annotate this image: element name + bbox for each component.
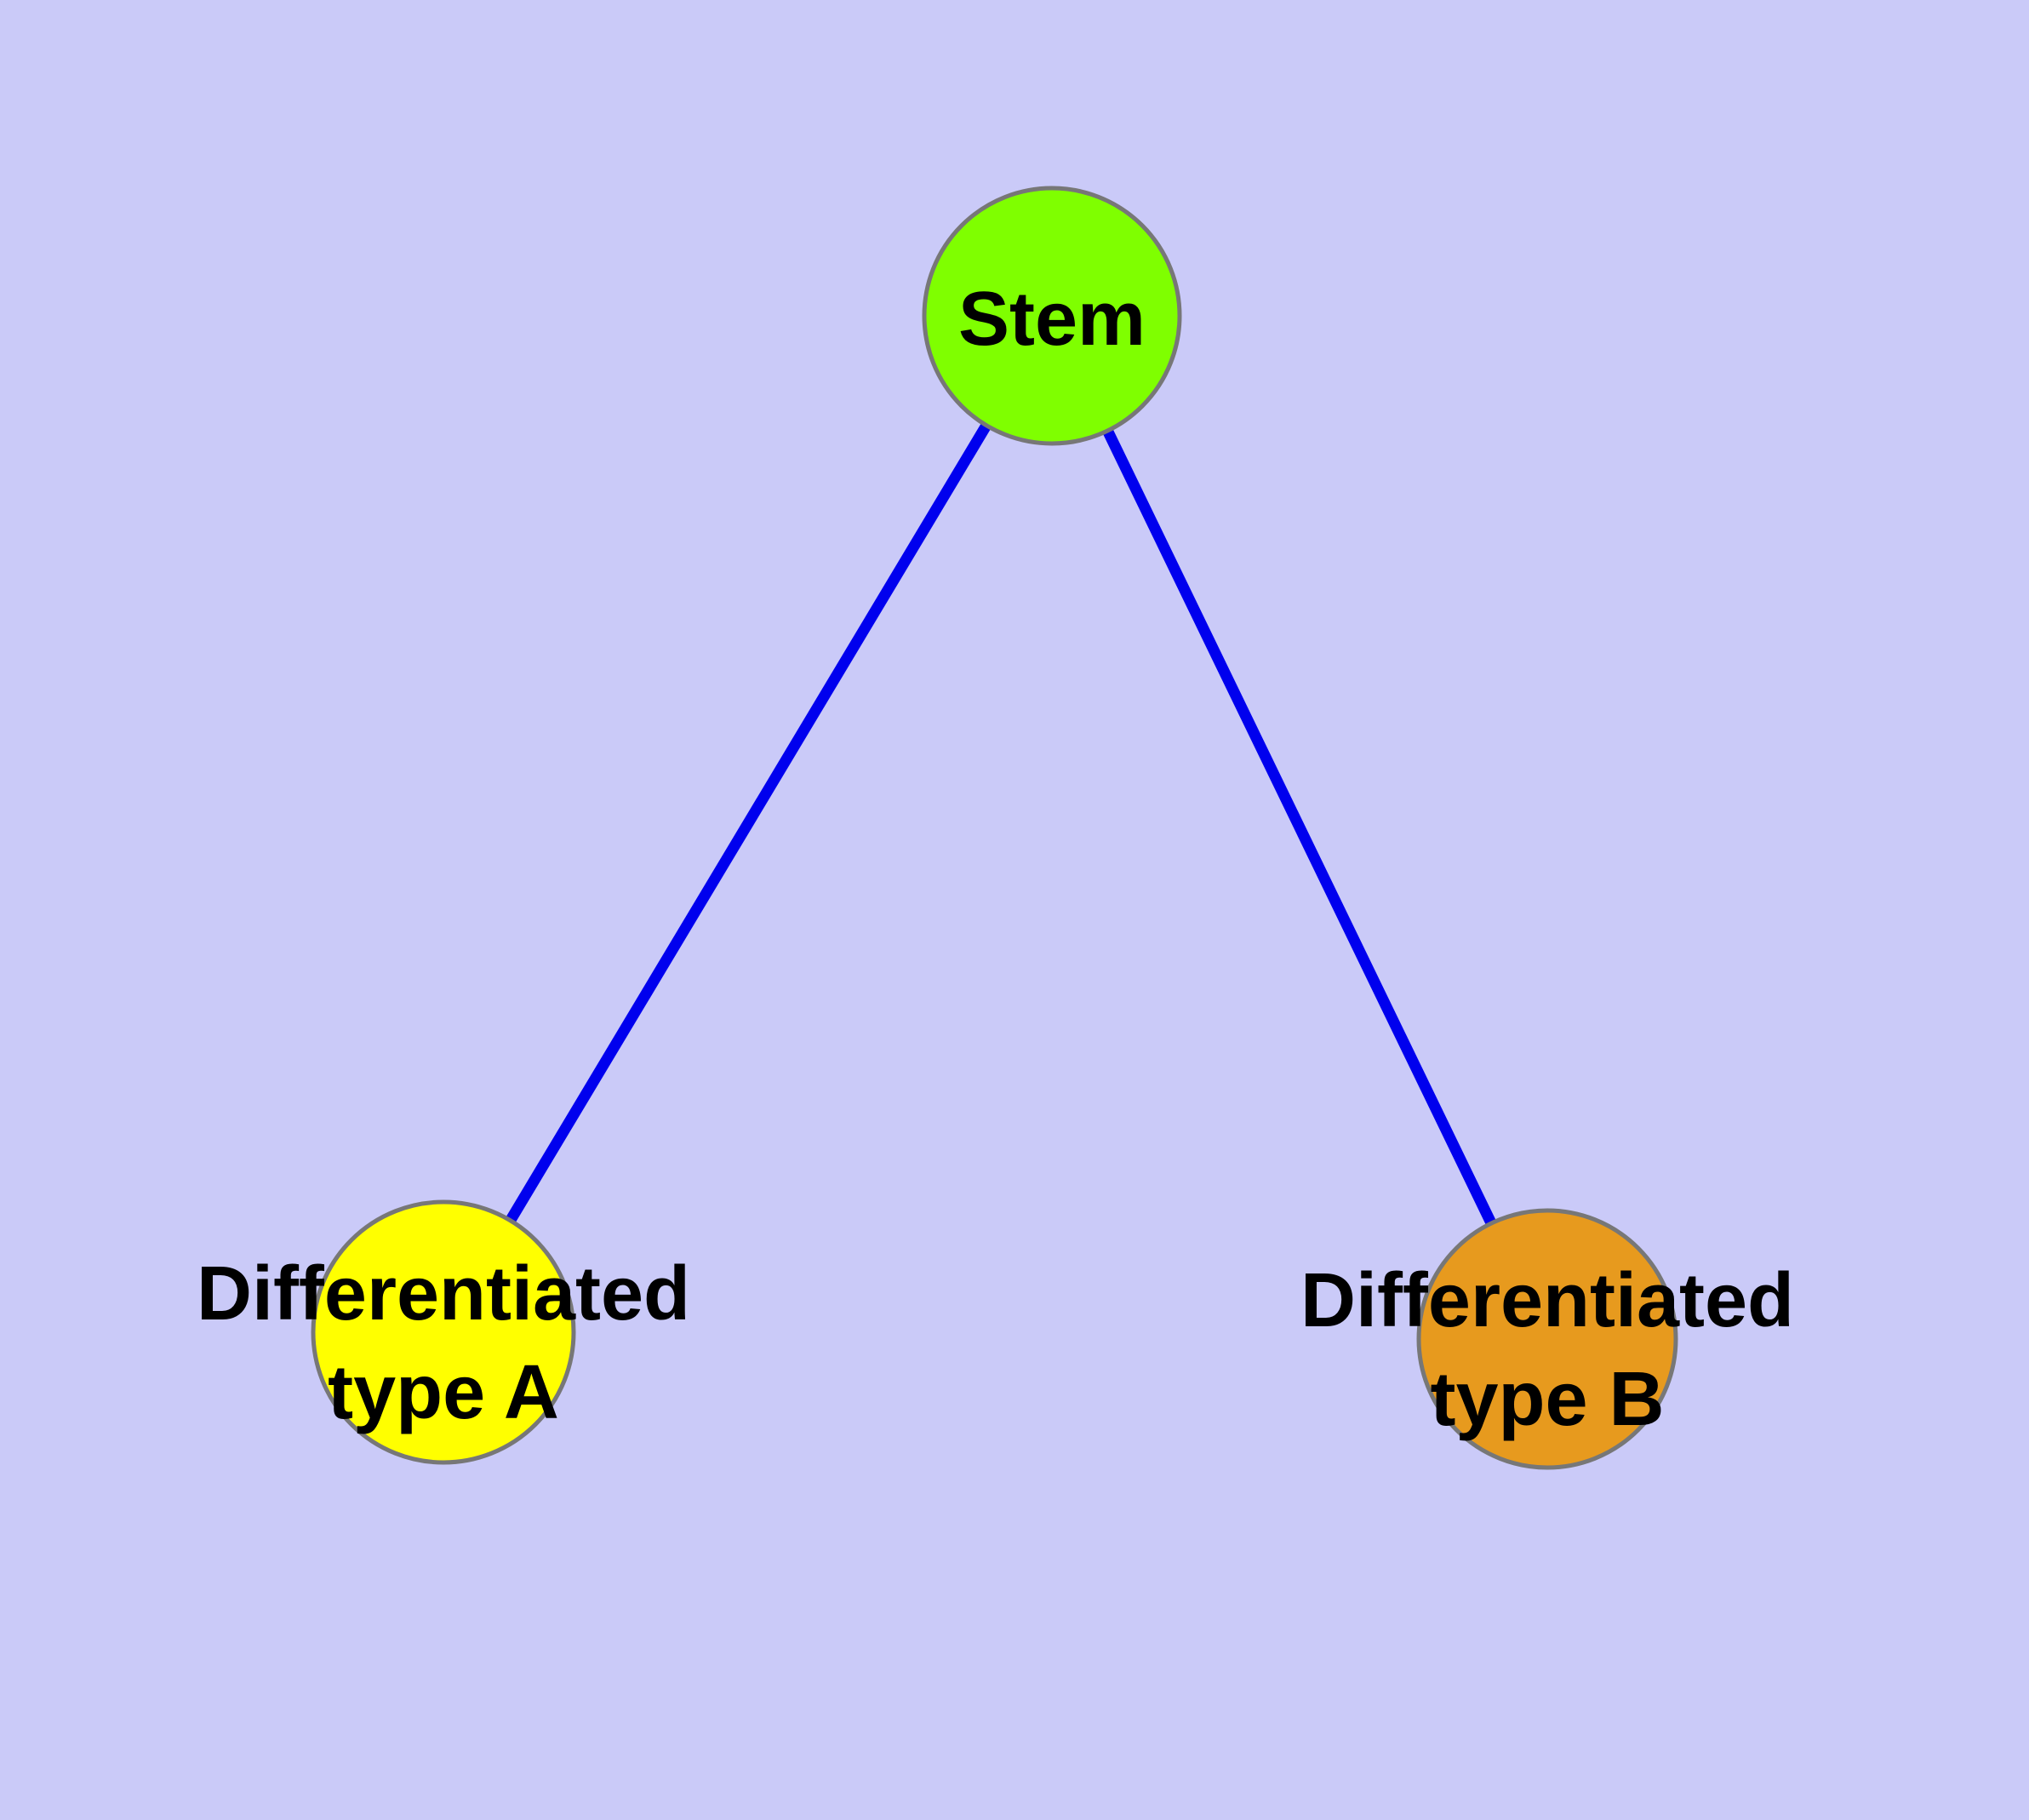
node-differentiated-type-a: Differentiated type A xyxy=(197,1199,690,1465)
edge-group xyxy=(438,312,1552,1342)
node-differentiated-type-b-label-line1: Differentiated xyxy=(1300,1258,1794,1343)
node-stem-circle xyxy=(922,186,1182,446)
node-differentiated-type-a-label-line2: type A xyxy=(328,1350,559,1435)
node-differentiated-type-a-circle xyxy=(311,1199,576,1465)
edge-stem-to-type-a xyxy=(438,312,1057,1336)
node-differentiated-type-b-label-line2: type B xyxy=(1430,1357,1664,1442)
edge-stem-to-type-b xyxy=(1047,313,1552,1342)
node-differentiated-type-b: Differentiated type B xyxy=(1300,1208,1794,1470)
node-differentiated-type-b-circle xyxy=(1416,1208,1678,1470)
node-stem-label: Stem xyxy=(958,277,1146,362)
node-differentiated-type-a-label-line1: Differentiated xyxy=(197,1251,690,1336)
node-stem: Stem xyxy=(922,186,1182,446)
